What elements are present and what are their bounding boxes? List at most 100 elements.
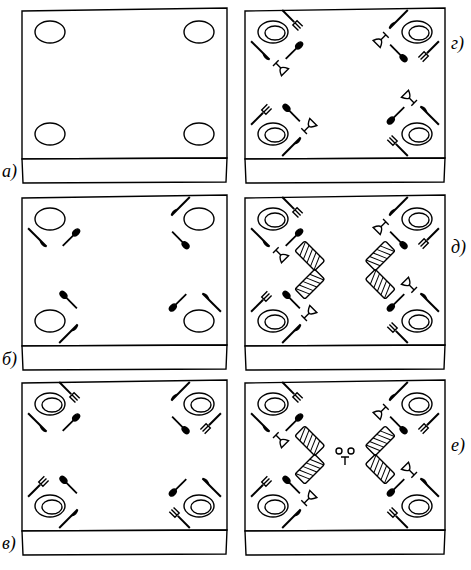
fork-symbol bbox=[427, 228, 439, 240]
napkin-symbol bbox=[365, 426, 395, 456]
table-front bbox=[245, 158, 445, 183]
plate-symbol bbox=[184, 21, 214, 43]
place-setting bbox=[27, 380, 89, 442]
place-setting bbox=[249, 257, 337, 345]
place-setting bbox=[373, 90, 441, 158]
plate-symbol bbox=[35, 495, 65, 517]
plate-symbol bbox=[409, 500, 429, 514]
knife-symbol bbox=[388, 393, 395, 400]
knife-symbol bbox=[170, 208, 177, 215]
napkin-symbol bbox=[296, 427, 310, 441]
fork-symbol bbox=[39, 476, 49, 486]
table-front bbox=[245, 530, 445, 555]
plate-symbol bbox=[184, 310, 214, 332]
place-setting bbox=[26, 467, 88, 529]
spoon-symbol bbox=[289, 483, 300, 494]
knife-symbol bbox=[421, 477, 428, 484]
napkin-symbol bbox=[365, 241, 395, 271]
fork-symbol bbox=[387, 135, 397, 145]
table-front bbox=[22, 345, 227, 370]
plate-symbol bbox=[258, 208, 288, 230]
plate-symbol bbox=[402, 21, 432, 43]
figure-letter: б) bbox=[2, 350, 17, 368]
glass-symbol bbox=[273, 432, 284, 443]
knife-symbol bbox=[262, 240, 269, 247]
glass-symbol bbox=[406, 95, 417, 106]
knife-symbol bbox=[39, 425, 46, 432]
table-front bbox=[245, 345, 445, 370]
napkin-symbol bbox=[380, 284, 394, 298]
knife-symbol bbox=[388, 21, 395, 28]
spoon-symbol bbox=[172, 417, 183, 428]
spoon-symbol bbox=[390, 232, 401, 243]
spoon-symbol bbox=[63, 235, 74, 246]
knife-symbol bbox=[294, 138, 301, 145]
spoon-symbol bbox=[390, 417, 401, 428]
place-setting bbox=[160, 468, 222, 530]
glass-symbol bbox=[273, 247, 284, 258]
place-setting bbox=[161, 381, 223, 443]
place-setting bbox=[249, 8, 317, 76]
place-setting bbox=[249, 442, 337, 530]
plate-symbol bbox=[258, 310, 288, 332]
glass-symbol bbox=[273, 60, 284, 71]
napkin-symbol bbox=[380, 469, 394, 483]
table-front bbox=[22, 530, 227, 555]
plate-symbol bbox=[402, 208, 432, 230]
cruet-symbol bbox=[341, 457, 349, 465]
spoon-symbol bbox=[390, 45, 401, 56]
plate-symbol bbox=[265, 315, 285, 329]
napkin-symbol bbox=[295, 454, 325, 484]
table-top bbox=[22, 380, 227, 531]
knife-symbol bbox=[71, 510, 78, 517]
plate-symbol bbox=[191, 398, 211, 412]
knife-symbol bbox=[251, 228, 269, 246]
knife-symbol bbox=[262, 53, 269, 60]
fork-symbol bbox=[427, 413, 439, 425]
knife-symbol bbox=[388, 208, 395, 215]
place-setting bbox=[249, 90, 317, 158]
spoon-symbol bbox=[286, 48, 297, 59]
knife-symbol bbox=[421, 106, 439, 124]
fork-symbol bbox=[282, 197, 294, 209]
glass-symbol bbox=[406, 282, 417, 293]
glass-symbol bbox=[301, 310, 312, 321]
spoon-symbol bbox=[394, 479, 405, 490]
napkin-symbol bbox=[295, 426, 325, 456]
plate-symbol bbox=[265, 500, 285, 514]
fork-symbol bbox=[387, 322, 397, 332]
table-top bbox=[245, 195, 445, 346]
fork-symbol bbox=[178, 516, 190, 528]
spoon-symbol bbox=[176, 479, 187, 490]
place-setting bbox=[34, 290, 88, 344]
spoon-symbol bbox=[286, 235, 297, 246]
napkin-symbol bbox=[296, 284, 310, 298]
figure-letter: д) bbox=[451, 238, 466, 256]
fork-symbol bbox=[200, 424, 210, 434]
fork-symbol bbox=[387, 507, 397, 517]
figure-letter: а) bbox=[2, 162, 17, 180]
knife-symbol bbox=[28, 228, 46, 246]
place-setting bbox=[168, 283, 222, 337]
plate-symbol bbox=[35, 21, 65, 43]
fork-symbol bbox=[418, 424, 428, 434]
spoon-symbol bbox=[289, 111, 300, 122]
fork-symbol bbox=[262, 476, 272, 486]
spoon-symbol bbox=[66, 483, 77, 494]
table-front bbox=[22, 158, 227, 183]
plate-symbol bbox=[402, 310, 432, 332]
glass-symbol bbox=[301, 495, 312, 506]
glass-symbol bbox=[378, 32, 389, 43]
fork-symbol bbox=[251, 300, 263, 312]
fork-symbol bbox=[396, 516, 408, 528]
plate-symbol bbox=[35, 123, 65, 145]
plate-symbol bbox=[409, 128, 429, 142]
place-setting bbox=[353, 257, 441, 345]
napkin-symbol bbox=[295, 269, 325, 299]
figure-letter: г) bbox=[451, 34, 464, 52]
plate-symbol bbox=[265, 128, 285, 142]
napkin-symbol bbox=[296, 242, 310, 256]
place-setting bbox=[249, 195, 337, 283]
place-setting bbox=[353, 195, 441, 283]
